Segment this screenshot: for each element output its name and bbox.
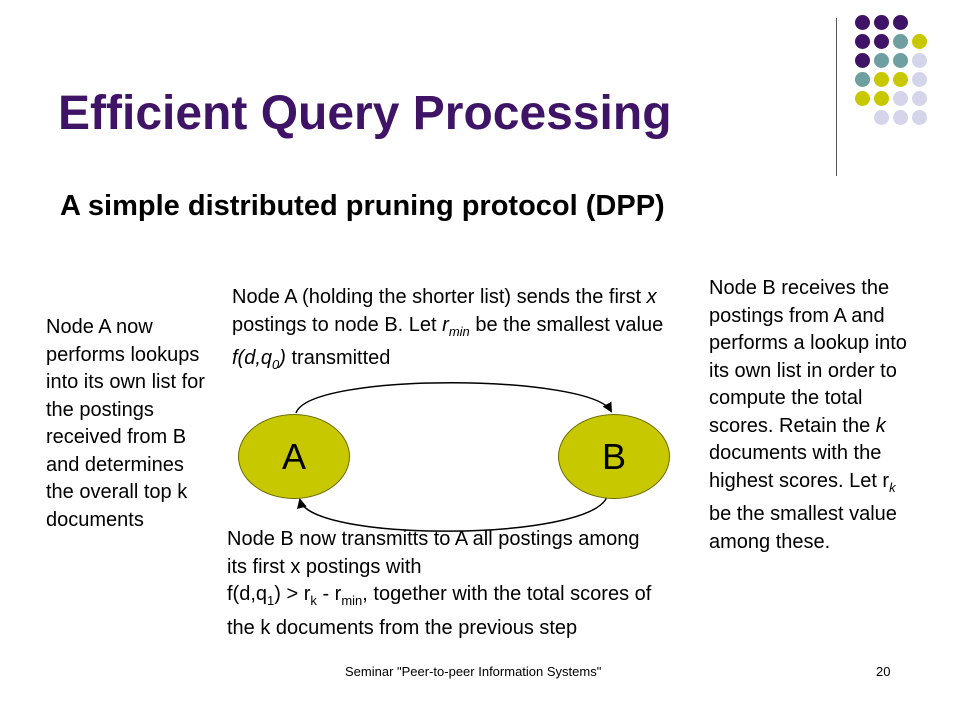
note-bottom-line1: Node B now transmitts to A all postings … <box>227 528 640 578</box>
decor-dot <box>855 15 870 30</box>
node-a: A <box>238 414 350 499</box>
decor-dot <box>874 91 889 106</box>
note-right-k-sub: k <box>889 479 896 495</box>
note-top-text-2: postings to node B. Let <box>232 313 443 336</box>
note-bottom-rest: , together with the total scores of the … <box>227 583 652 639</box>
decor-dot <box>855 91 870 106</box>
decor-dot <box>912 110 927 125</box>
decor-dot <box>855 72 870 87</box>
footer-text: Seminar "Peer-to-peer Information System… <box>345 664 602 679</box>
note-top-text-1: Node A (holding the shorter list) sends … <box>232 286 647 308</box>
slide-subtitle: A simple distributed pruning protocol (D… <box>60 190 665 222</box>
note-top-text-3: be the smallest value <box>469 313 664 336</box>
decor-dot <box>893 110 908 125</box>
decor-dot <box>893 15 908 30</box>
decor-dot <box>855 34 870 49</box>
node-b: B <box>558 414 670 499</box>
decor-vertical-line <box>836 18 837 176</box>
note-top-text-4: transmitted <box>285 347 391 369</box>
note-top-x: x <box>646 286 657 308</box>
decor-dot <box>912 72 927 87</box>
arrow-a-to-b <box>295 382 612 414</box>
note-top-func: f(d,q <box>232 347 273 369</box>
note-top-r-sub: min <box>448 323 470 339</box>
decor-dot <box>893 91 908 106</box>
note-top-func-end: ) <box>279 347 286 369</box>
note-bottom-k-sub: k <box>310 593 317 608</box>
decor-dot <box>893 72 908 87</box>
note-node-b-transmits: Node B now transmitts to A all postings … <box>227 526 657 642</box>
page-number: 20 <box>876 664 891 679</box>
decor-dot <box>874 53 889 68</box>
decor-dot <box>874 34 889 49</box>
note-right-k: k <box>875 414 886 437</box>
decor-dot <box>912 34 927 49</box>
decor-dot <box>855 53 870 68</box>
note-right-text-2: documents with the highest scores. Let r <box>709 442 890 492</box>
decor-dot <box>893 34 908 49</box>
note-node-a-lookup: Node A now performs lookups into its own… <box>46 316 205 531</box>
note-right-text-3: be the smallest value among these. <box>709 503 897 553</box>
decor-dot <box>874 72 889 87</box>
note-bottom-f-start: f(d,q <box>227 583 268 605</box>
note-bottom-f-mid: ) > r <box>274 583 311 605</box>
note-bottom-q-sub: 1 <box>267 593 275 608</box>
node-b-label: B <box>601 435 626 477</box>
slide-title: Efficient Query Processing <box>58 87 672 140</box>
note-top-r: r <box>442 313 449 336</box>
decor-dot <box>893 53 908 68</box>
note-bottom-min-sub: min <box>341 593 363 608</box>
note-top-func-sub: 0 <box>272 357 280 372</box>
note-node-b-receives: Node B receives the postings from A and … <box>709 275 909 556</box>
decor-dot <box>874 15 889 30</box>
decor-dot <box>912 53 927 68</box>
decor-dot <box>912 91 927 106</box>
decor-dot <box>874 110 889 125</box>
note-right-text-1: Node B receives the postings from A and … <box>709 277 907 437</box>
note-bottom-minus: - r <box>316 583 342 605</box>
note-node-a-sends: Node A (holding the shorter list) sends … <box>232 284 692 379</box>
node-a-label: A <box>281 435 306 477</box>
